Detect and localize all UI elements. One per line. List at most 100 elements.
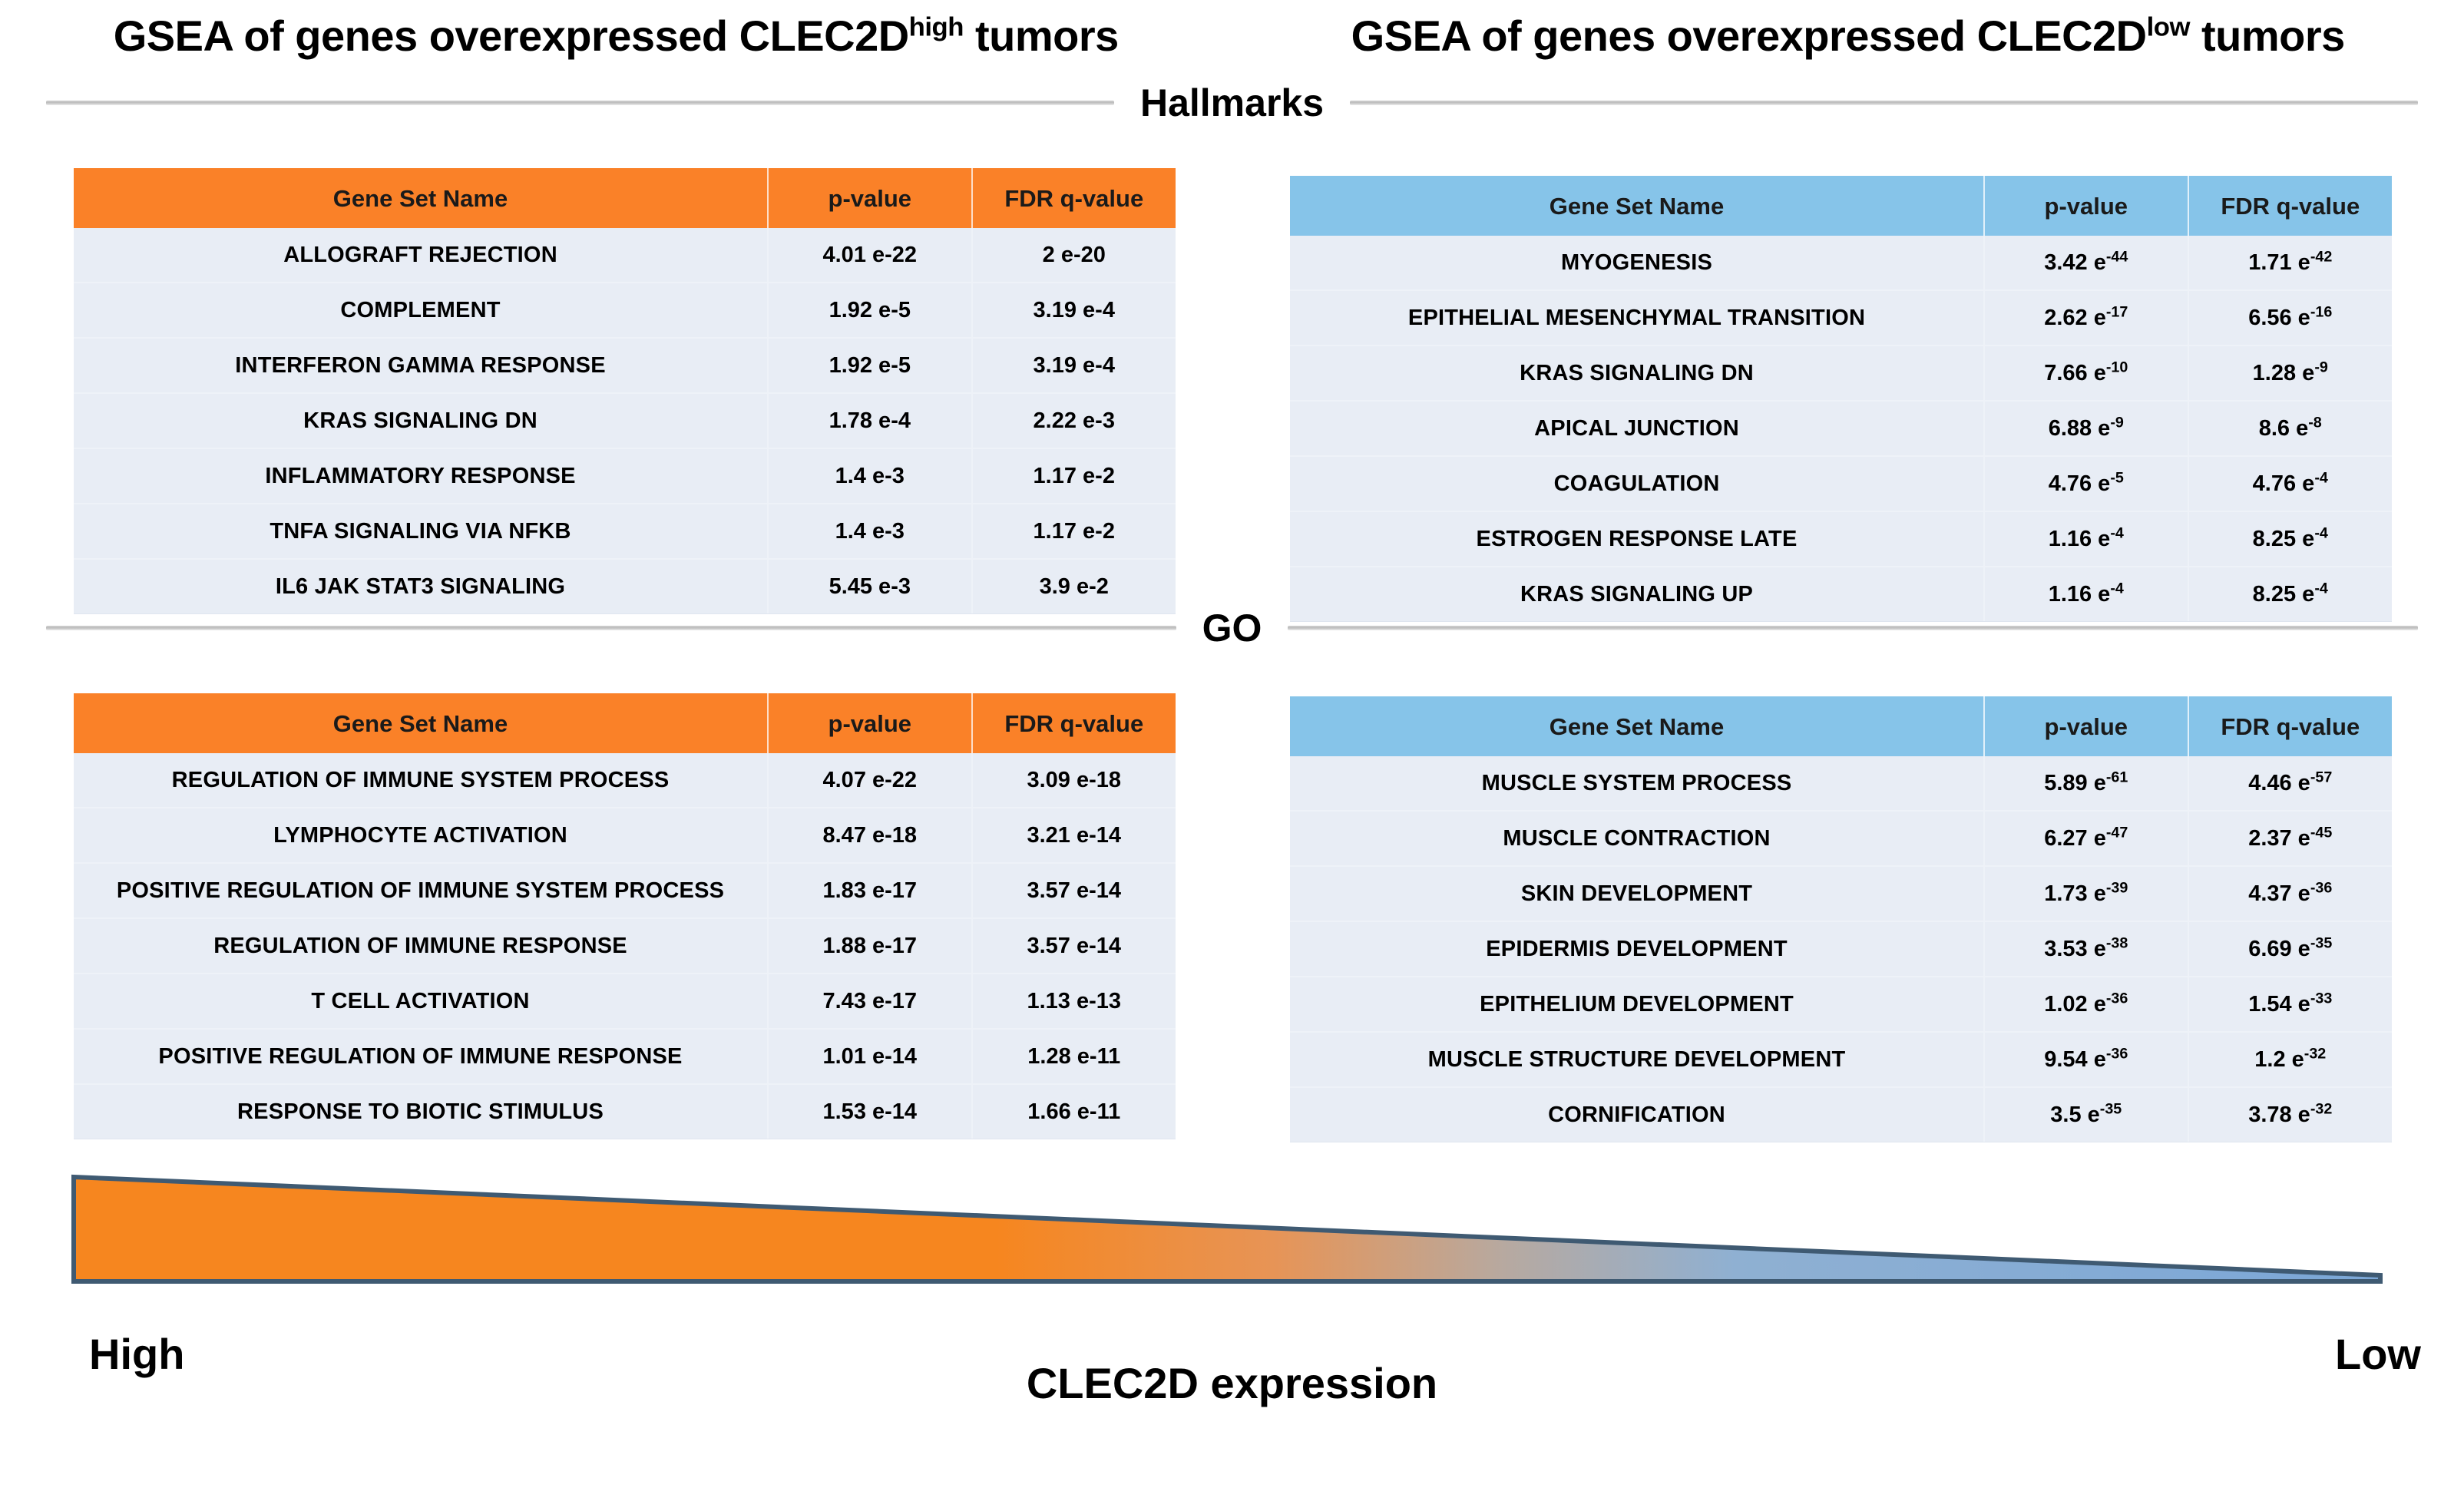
divider-rule-right <box>1350 101 2419 105</box>
col-header-fdr-q-value: FDR q-value <box>971 693 1176 753</box>
go-tables-row: Gene Set Name p-value FDR q-value REGULA… <box>0 693 2464 1142</box>
table-hallmarks-low: Gene Set Name p-value FDR q-value MYOGEN… <box>1290 176 2392 621</box>
title-left-superscript: high <box>908 12 964 42</box>
cell-p-value: 1.4 e-3 <box>768 504 973 560</box>
cell-p-value: 8.47 e-18 <box>768 808 973 864</box>
col-header-p-value: p-value <box>1984 696 2189 756</box>
cell-gene-set-name: KRAS SIGNALING DN <box>1290 345 1986 402</box>
table-header-row: Gene Set Name p-value FDR q-value <box>1290 176 2392 236</box>
cell-fdr-q-value: 1.71 e-42 <box>2188 236 2392 291</box>
cell-p-value: 6.27 e-47 <box>1984 811 2189 867</box>
table-row: POSITIVE REGULATION OF IMMUNE RESPONSE 1.… <box>74 1029 1176 1085</box>
cell-p-value: 5.45 e-3 <box>768 559 973 613</box>
cell-p-value: 1.16 e-4 <box>1984 511 2189 567</box>
cell-p-value: 1.92 e-5 <box>768 338 973 394</box>
exponent: -57 <box>2310 768 2333 785</box>
title-left-suffix: tumors <box>963 12 1119 60</box>
cell-fdr-q-value: 1.13 e-13 <box>971 974 1176 1030</box>
cell-fdr-q-value: 1.2 e-32 <box>2188 1032 2392 1088</box>
exponent: -44 <box>2105 247 2128 265</box>
title-left: GSEA of genes overexpressed CLEC2Dhigh t… <box>0 11 1232 61</box>
cell-fdr-q-value: 1.28 e-11 <box>971 1029 1176 1085</box>
cell-gene-set-name: COMPLEMENT <box>74 283 769 339</box>
exponent: -32 <box>2310 1099 2333 1117</box>
cell-gene-set-name: REGULATION OF IMMUNE RESPONSE <box>74 918 769 974</box>
cell-fdr-q-value: 4.37 e-36 <box>2188 866 2392 922</box>
cell-fdr-q-value: 2.22 e-3 <box>971 393 1176 449</box>
exponent: -10 <box>2105 358 2128 375</box>
col-header-p-value: p-value <box>768 168 973 228</box>
cell-p-value: 9.54 e-36 <box>1984 1032 2189 1088</box>
cell-p-value: 1.78 e-4 <box>768 393 973 449</box>
cell-p-value: 2.62 e-17 <box>1984 290 2189 346</box>
cell-gene-set-name: T CELL ACTIVATION <box>74 974 769 1030</box>
cell-gene-set-name: COAGULATION <box>1290 456 1986 512</box>
exponent: -16 <box>2310 303 2333 320</box>
exponent: -9 <box>2110 413 2124 431</box>
cell-gene-set-name: MYOGENESIS <box>1290 236 1986 291</box>
cell-gene-set-name: APICAL JUNCTION <box>1290 401 1986 457</box>
table-header-row: Gene Set Name p-value FDR q-value <box>74 168 1176 228</box>
table-header-row: Gene Set Name p-value FDR q-value <box>1290 696 2392 756</box>
legend-label-low: Low <box>2335 1330 2421 1378</box>
cell-p-value: 1.83 e-17 <box>768 863 973 919</box>
cell-gene-set-name: EPIDERMIS DEVELOPMENT <box>1290 921 1986 977</box>
cell-fdr-q-value: 1.66 e-11 <box>971 1084 1176 1139</box>
table-row: POSITIVE REGULATION OF IMMUNE SYSTEM PRO… <box>74 863 1176 919</box>
cell-fdr-q-value: 1.54 e-33 <box>2188 977 2392 1033</box>
wedge-svg <box>71 1174 2383 1284</box>
col-header-fdr-q-value: FDR q-value <box>971 168 1176 228</box>
cell-gene-set-name: MUSCLE SYSTEM PROCESS <box>1290 756 1986 812</box>
exponent: -4 <box>2110 524 2124 541</box>
title-right: GSEA of genes overexpressed CLEC2Dlow tu… <box>1232 11 2464 61</box>
cell-gene-set-name: POSITIVE REGULATION OF IMMUNE SYSTEM PRO… <box>74 863 769 919</box>
title-left-prefix: GSEA of genes overexpressed CLEC2D <box>113 12 909 60</box>
exponent: -8 <box>2308 413 2322 431</box>
cell-p-value: 3.53 e-38 <box>1984 921 2189 977</box>
cell-gene-set-name: POSITIVE REGULATION OF IMMUNE RESPONSE <box>74 1029 769 1085</box>
figure-titles: GSEA of genes overexpressed CLEC2Dhigh t… <box>0 0 2464 61</box>
exponent: -47 <box>2105 823 2128 841</box>
wedge-shape <box>71 1174 2383 1284</box>
exponent: -4 <box>2110 579 2124 597</box>
exponent: -4 <box>2314 524 2328 541</box>
cell-gene-set-name: EPITHELIAL MESENCHYMAL TRANSITION <box>1290 290 1986 346</box>
cell-p-value: 1.4 e-3 <box>768 448 973 504</box>
cell-fdr-q-value: 4.46 e-57 <box>2188 756 2392 812</box>
cell-gene-set-name: RESPONSE TO BIOTIC STIMULUS <box>74 1084 769 1139</box>
legend-label-high: High <box>89 1330 185 1378</box>
table-go-high: Gene Set Name p-value FDR q-value REGULA… <box>74 693 1176 1139</box>
table-go-low: Gene Set Name p-value FDR q-value MUSCLE… <box>1290 696 2392 1142</box>
cell-fdr-q-value: 2.37 e-45 <box>2188 811 2392 867</box>
col-header-gene-set-name: Gene Set Name <box>74 168 769 228</box>
wedge-legend: High CLEC2D expression Low <box>0 1314 2464 1429</box>
cell-gene-set-name: CORNIFICATION <box>1290 1087 1986 1142</box>
cell-gene-set-name: INTERFERON GAMMA RESPONSE <box>74 338 769 394</box>
cell-fdr-q-value: 8.25 e-4 <box>2188 567 2392 621</box>
cell-fdr-q-value: 3.19 e-4 <box>971 338 1176 394</box>
cell-gene-set-name: MUSCLE CONTRACTION <box>1290 811 1986 867</box>
section-label-go: GO <box>1202 607 1262 650</box>
cell-p-value: 1.53 e-14 <box>768 1084 973 1139</box>
cell-fdr-q-value: 3.19 e-4 <box>971 283 1176 339</box>
col-header-gene-set-name: Gene Set Name <box>1290 176 1986 236</box>
col-header-fdr-q-value: FDR q-value <box>2188 696 2392 756</box>
